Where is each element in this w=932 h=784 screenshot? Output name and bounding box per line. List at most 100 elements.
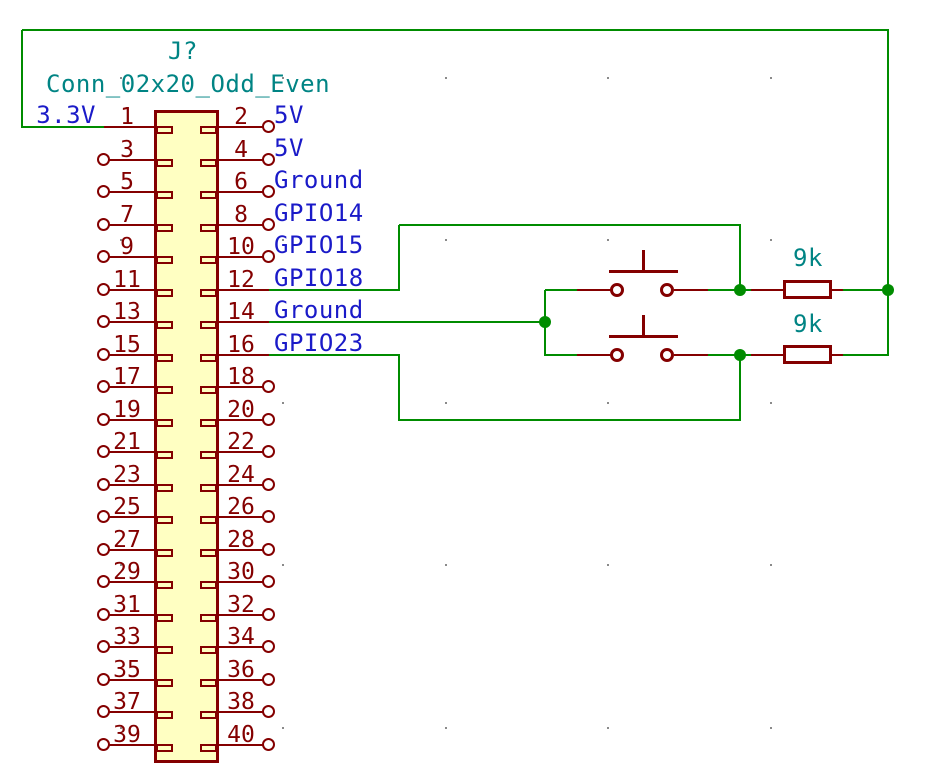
pin-line[interactable]: [104, 646, 155, 648]
pin-line[interactable]: [104, 126, 155, 128]
connector-reference-label[interactable]: J?: [168, 37, 198, 65]
wire-segment[interactable]: [842, 288, 889, 291]
pin-notch: [200, 548, 217, 557]
pin-line[interactable]: [104, 743, 155, 746]
resistor-2-lead[interactable]: [832, 353, 843, 356]
pin-line[interactable]: [104, 418, 155, 421]
junction-dot[interactable]: [882, 283, 894, 296]
pin-line[interactable]: [218, 191, 269, 193]
push-button-1-lead[interactable]: [577, 288, 611, 291]
push-button-1-contact-circle[interactable]: [610, 282, 624, 297]
push-button-2-lead[interactable]: [674, 353, 708, 356]
net-label[interactable]: 5V: [274, 101, 304, 129]
pin-line[interactable]: [104, 516, 155, 518]
wire-segment[interactable]: [740, 288, 753, 291]
wire-segment[interactable]: [739, 354, 741, 421]
pin-line[interactable]: [218, 451, 269, 453]
net-label[interactable]: GPIO14: [274, 198, 364, 227]
pin-line[interactable]: [104, 483, 155, 486]
pin-line[interactable]: [218, 678, 269, 681]
push-button-2-contact-circle[interactable]: [610, 347, 624, 362]
resistor-1-lead[interactable]: [751, 288, 783, 291]
pin-line[interactable]: [104, 581, 155, 583]
net-label[interactable]: GPIO18: [274, 263, 364, 292]
pin-line[interactable]: [218, 126, 269, 128]
wire-segment[interactable]: [22, 29, 889, 31]
wire-segment[interactable]: [21, 30, 23, 128]
wire-segment[interactable]: [268, 321, 546, 323]
net-label[interactable]: Ground: [274, 296, 364, 324]
resistor-2-body[interactable]: [783, 345, 832, 364]
pin-line[interactable]: [104, 613, 155, 616]
push-button-1-actuator-stem[interactable]: [642, 249, 645, 271]
net-label[interactable]: GPIO23: [274, 328, 364, 357]
pin-number: 3: [120, 136, 134, 163]
wire-segment[interactable]: [545, 353, 578, 356]
junction-dot[interactable]: [734, 348, 746, 361]
pin-line[interactable]: [104, 711, 155, 713]
pin-line[interactable]: [218, 321, 269, 323]
net-label[interactable]: Ground: [274, 166, 364, 194]
wire-segment[interactable]: [708, 288, 741, 291]
net-label[interactable]: 3.3V: [36, 101, 96, 129]
pin-line[interactable]: [218, 288, 269, 291]
pin-line[interactable]: [104, 548, 155, 551]
push-button-2-actuator-bar[interactable]: [609, 335, 678, 338]
junction-dot[interactable]: [539, 316, 551, 328]
pin-line[interactable]: [104, 191, 155, 193]
resistor-1-lead[interactable]: [832, 288, 843, 291]
pin-line[interactable]: [104, 353, 155, 356]
resistor-1-body[interactable]: [783, 280, 832, 299]
wire-segment[interactable]: [399, 418, 741, 421]
resistor-2-value-label[interactable]: 9k: [793, 310, 823, 338]
wire-segment[interactable]: [22, 126, 105, 128]
connector-body[interactable]: [154, 110, 219, 763]
pin-line[interactable]: [104, 256, 155, 258]
connector-value-label[interactable]: Conn_02x20_Odd_Even: [46, 70, 331, 98]
wire-segment[interactable]: [398, 224, 400, 291]
wire-segment[interactable]: [545, 288, 578, 291]
wire-segment[interactable]: [739, 224, 741, 291]
pin-line[interactable]: [218, 483, 269, 486]
pin-line[interactable]: [218, 353, 269, 356]
pin-line[interactable]: [104, 223, 155, 226]
net-label[interactable]: 5V: [274, 133, 304, 162]
pin-line[interactable]: [218, 646, 269, 648]
pin-line[interactable]: [218, 613, 269, 616]
pin-line[interactable]: [218, 516, 269, 518]
pin-line[interactable]: [218, 418, 269, 421]
net-label[interactable]: GPIO15: [274, 231, 364, 259]
pin-line[interactable]: [218, 223, 269, 226]
pin-line[interactable]: [104, 386, 155, 388]
pin-line[interactable]: [104, 288, 155, 291]
pin-line[interactable]: [218, 743, 269, 746]
junction-dot[interactable]: [734, 283, 746, 296]
pin-line[interactable]: [104, 678, 155, 681]
pin-line[interactable]: [218, 256, 269, 258]
pin-line[interactable]: [104, 158, 155, 161]
pin-line[interactable]: [218, 711, 269, 713]
pin-line[interactable]: [218, 548, 269, 551]
pin-notch: [156, 158, 173, 167]
wire-segment[interactable]: [268, 353, 400, 356]
push-button-2-actuator-stem[interactable]: [642, 314, 645, 336]
resistor-2-lead[interactable]: [751, 353, 783, 356]
pin-line[interactable]: [104, 321, 155, 323]
wire-segment[interactable]: [843, 353, 889, 356]
wire-segment[interactable]: [708, 353, 741, 356]
push-button-1-lead[interactable]: [674, 288, 708, 291]
pin-line[interactable]: [218, 386, 269, 388]
wire-segment[interactable]: [268, 288, 400, 291]
push-button-1-contact-circle[interactable]: [660, 282, 674, 297]
wire-segment[interactable]: [398, 354, 400, 421]
pin-line[interactable]: [218, 581, 269, 583]
push-button-2-contact-circle[interactable]: [660, 347, 674, 362]
wire-segment[interactable]: [399, 223, 741, 226]
resistor-1-value-label[interactable]: 9k: [793, 244, 823, 272]
pin-line[interactable]: [104, 451, 155, 453]
push-button-2-lead[interactable]: [577, 353, 611, 356]
pin-line[interactable]: [218, 158, 269, 161]
wire-segment[interactable]: [740, 353, 753, 356]
wire-segment[interactable]: [887, 30, 889, 356]
push-button-1-actuator-bar[interactable]: [609, 270, 678, 273]
